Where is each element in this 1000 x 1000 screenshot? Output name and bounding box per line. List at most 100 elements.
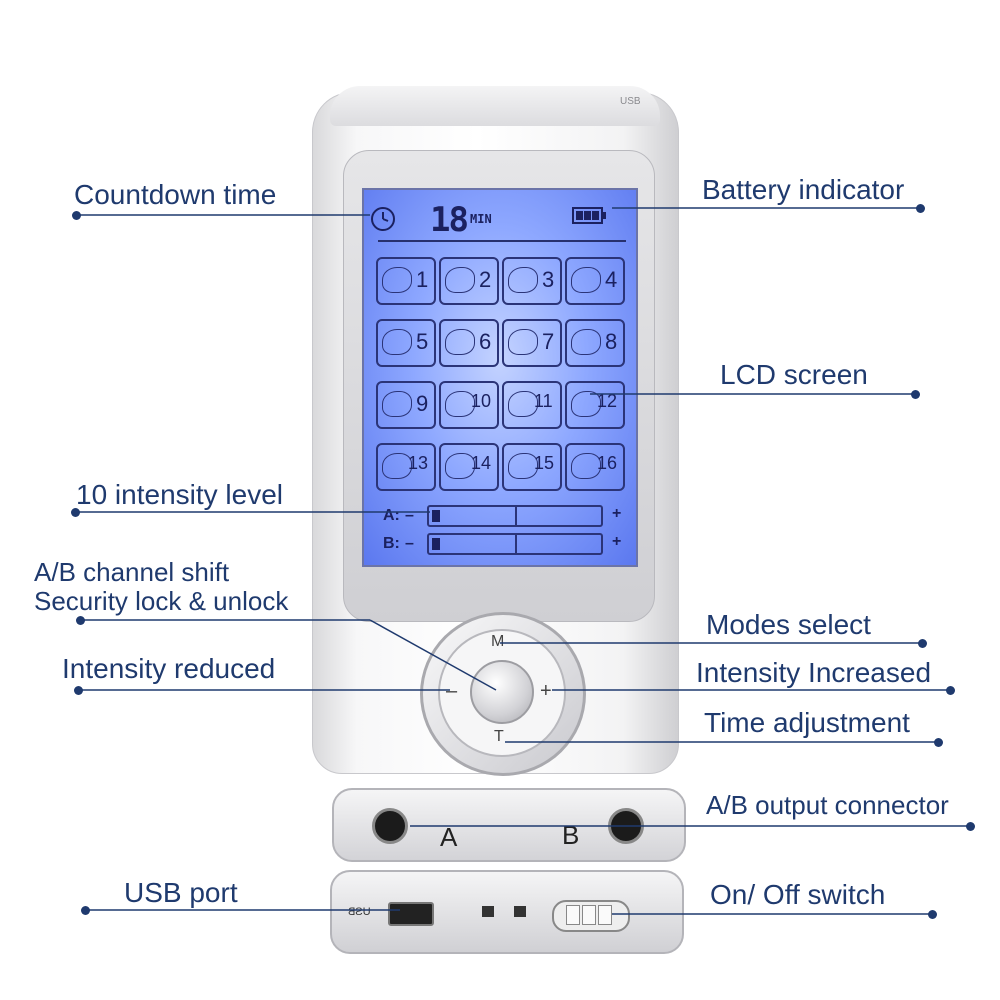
mode-5-body-icon xyxy=(382,329,412,355)
mode-2-body-icon xyxy=(445,267,475,293)
mode-14-number: 14 xyxy=(471,453,492,473)
channel-b-intensity-fill xyxy=(432,538,440,550)
mode-8-body-icon xyxy=(571,329,601,355)
channel-a-intensity-bar xyxy=(427,505,603,527)
mode-10-box xyxy=(439,381,499,429)
indicator-led-1 xyxy=(482,906,494,917)
mode-15-body-icon xyxy=(508,453,538,479)
label-security-lock: Security lock & unlock xyxy=(34,586,289,616)
dot-intensity-reduced xyxy=(74,686,83,695)
countdown-unit: MIN xyxy=(470,212,492,226)
mode-2-box xyxy=(439,257,499,305)
dot-intensity-increased xyxy=(946,686,955,695)
mode-7-number: 7 xyxy=(542,329,555,354)
mode-7-body-icon xyxy=(508,329,538,355)
mode-6-number: 6 xyxy=(479,329,492,354)
mode-4-box xyxy=(565,257,625,305)
mode-select-button[interactable]: M xyxy=(491,633,505,650)
mode-13-number: 13 xyxy=(408,453,429,473)
label-battery-indicator: Battery indicator xyxy=(702,174,905,205)
mode-3-box xyxy=(502,257,562,305)
jack-a-label: A xyxy=(440,822,458,852)
mode-13-box xyxy=(376,443,436,491)
channel-b-intensity-bar xyxy=(427,533,603,555)
label-channel-shift: A/B channel shift xyxy=(34,557,230,587)
mode-16-number: 16 xyxy=(597,453,618,473)
mode-3-number: 3 xyxy=(542,267,555,292)
jack-a[interactable] xyxy=(372,808,408,844)
label-modes-select: Modes select xyxy=(706,609,871,640)
usb-port[interactable] xyxy=(388,902,434,926)
dot-countdown xyxy=(72,211,81,220)
label-output-connector: A/B output connector xyxy=(706,790,949,820)
channel-shift-button[interactable] xyxy=(470,660,534,724)
channel-b-label: B: xyxy=(383,535,400,552)
label-time-adjustment: Time adjustment xyxy=(704,707,910,738)
mode-15-box xyxy=(502,443,562,491)
dot-switch xyxy=(928,910,937,919)
mode-6-box xyxy=(439,319,499,367)
label-on-off-switch: On/ Off switch xyxy=(710,879,886,910)
lcd-divider xyxy=(378,240,626,242)
channel-a-intensity-fill xyxy=(432,510,440,522)
mode-3-body-icon xyxy=(508,267,538,293)
label-intensity-increased: Intensity Increased xyxy=(696,657,932,688)
mode-4-body-icon xyxy=(571,267,601,293)
control-ring-inner xyxy=(438,629,566,757)
mode-9-number: 9 xyxy=(416,391,429,416)
mode-16-box xyxy=(565,443,625,491)
label-intensity-level: 10 intensity level xyxy=(76,479,284,510)
mode-14-body-icon xyxy=(445,453,475,479)
mode-15-number: 15 xyxy=(534,453,555,473)
mode-1-body-icon xyxy=(382,267,412,293)
indicator-led-2 xyxy=(514,906,526,917)
dot-battery xyxy=(916,204,925,213)
mode-4-number: 4 xyxy=(605,267,618,292)
mode-13-body-icon xyxy=(382,453,412,479)
label-intensity-reduced: Intensity reduced xyxy=(62,653,276,684)
mode-8-number: 8 xyxy=(605,329,618,354)
mode-1-box xyxy=(376,257,436,305)
intensity-up-button[interactable]: + xyxy=(540,680,552,702)
mode-11-box xyxy=(502,381,562,429)
mode-2-number: 2 xyxy=(479,267,492,292)
label-countdown-time: Countdown time xyxy=(74,179,277,210)
dot-channel-shift xyxy=(76,616,85,625)
countdown-value: 18 xyxy=(430,200,469,240)
mode-8-box xyxy=(565,319,625,367)
power-switch[interactable] xyxy=(552,900,630,932)
mode-12-body-icon xyxy=(571,391,601,417)
mode-11-body-icon xyxy=(508,391,538,417)
mode-9-box xyxy=(376,381,436,429)
label-usb-port: USB port xyxy=(124,877,238,908)
mode-12-number: 12 xyxy=(597,391,618,411)
channel-a-plus: + xyxy=(612,505,622,522)
dot-lcd xyxy=(911,390,920,399)
mode-1-number: 1 xyxy=(416,267,429,292)
battery-icon xyxy=(572,207,606,224)
mode-7-box xyxy=(502,319,562,367)
mode-14-box xyxy=(439,443,499,491)
mode-5-box xyxy=(376,319,436,367)
mode-12-box xyxy=(565,381,625,429)
lcd-screen xyxy=(362,188,638,567)
mode-5-number: 5 xyxy=(416,329,429,354)
label-lcd-screen: LCD screen xyxy=(720,359,868,390)
intensity-down-button[interactable]: – xyxy=(446,680,458,702)
dot-time xyxy=(934,738,943,747)
top-usb-text: USB xyxy=(620,96,641,107)
dot-usb xyxy=(81,906,90,915)
mode-16-body-icon xyxy=(571,453,601,479)
channel-b-minus: – xyxy=(405,535,414,552)
mode-6-body-icon xyxy=(445,329,475,355)
device-top xyxy=(330,86,660,126)
time-adjust-button[interactable]: T xyxy=(494,728,504,745)
dot-output xyxy=(966,822,975,831)
jack-b-label: B xyxy=(562,820,580,850)
channel-b-plus: + xyxy=(612,533,622,550)
mode-10-number: 10 xyxy=(471,391,492,411)
mode-11-number: 11 xyxy=(534,391,553,411)
dot-modes xyxy=(918,639,927,648)
mode-9-body-icon xyxy=(382,391,412,417)
